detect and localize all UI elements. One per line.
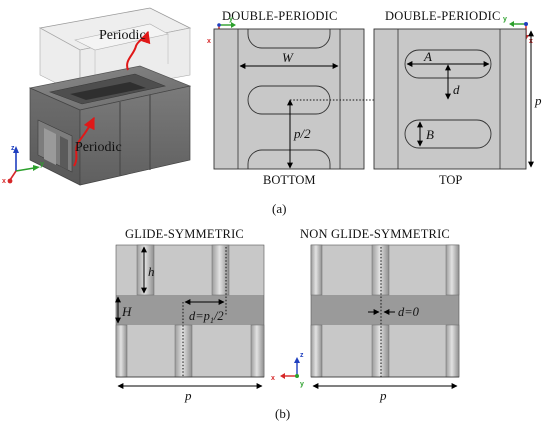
nonglide-gap: [311, 295, 459, 325]
panel-bottom: DOUBLE-PERIODIC y x W p/2 BOTTOM: [207, 9, 365, 187]
dim-label-p-nonglide: p: [379, 388, 387, 403]
axis-y-label-bottom: y: [229, 16, 233, 23]
figure-label-b: (b): [275, 406, 290, 421]
nonglide-pin-lower-3: [445, 324, 460, 378]
axis-z-label: z: [11, 145, 15, 152]
periodic-label-top: Periodic: [99, 28, 146, 43]
axis-y-label: y: [40, 161, 44, 168]
periodic-label-bottom: Periodic: [75, 140, 122, 155]
nonglide-pin-lower-1: [310, 324, 323, 378]
panel-non-glide-symmetric: NON GLIDE-SYMMETRIC d=0 p: [300, 227, 460, 403]
panel-glide-symmetric: GLIDE-SYMMETRIC h H d=p1/2 p: [115, 227, 265, 403]
dim-label-d-nonglide: d=0: [398, 305, 420, 319]
top-slot-lower: [404, 119, 492, 149]
dim-label-d-top: d: [453, 82, 460, 97]
axis-y-label-side: y: [300, 381, 304, 388]
figure-label-a: (a): [272, 201, 286, 216]
panel-glide-header: GLIDE-SYMMETRIC: [125, 227, 244, 241]
dim-label-p-glide: p: [184, 388, 192, 403]
panel-bottom-footer: BOTTOM: [263, 173, 316, 187]
dim-label-half-period: p/2: [293, 126, 311, 141]
bottom-slot-top: [247, 29, 331, 49]
nonglide-pin-upper-1: [310, 244, 323, 296]
dim-label-w: W: [282, 50, 294, 65]
glide-pin-lower-3: [250, 324, 265, 378]
axis-x-label-side: x: [271, 375, 275, 382]
axis-triad-side: z x y: [271, 352, 304, 388]
dim-label-a: A: [423, 49, 432, 64]
dim-label-p-top: p: [534, 93, 542, 108]
solid-block-side-face: [79, 85, 191, 186]
dim-label-b: B: [426, 127, 434, 142]
panel-top: DOUBLE-PERIODIC y x A d B p TOP: [373, 9, 542, 187]
panel-bottom-header: DOUBLE-PERIODIC: [222, 9, 338, 23]
axis-triad-3d: z y x: [2, 145, 44, 185]
glide-pin-lower-1: [115, 324, 128, 378]
red-arrow-bottom: [73, 116, 95, 167]
axis-y-label-top: y: [503, 16, 507, 23]
dim-label-gap: H: [121, 304, 132, 319]
axis-x-label-bottom: x: [207, 38, 211, 45]
dim-label-d-glide: d=p1/2: [189, 309, 224, 325]
axis-z-label-side: z: [300, 352, 304, 359]
red-arrow-top: [126, 30, 151, 71]
unit-cell-3d-model: Periodic Periodic z y x: [2, 7, 192, 186]
nonglide-pin-upper-2: [371, 244, 390, 296]
axis-x-label: x: [2, 178, 6, 185]
glide-pin-upper-2: [211, 244, 230, 296]
panel-top-header: DOUBLE-PERIODIC: [385, 9, 501, 23]
panel-top-footer: TOP: [439, 173, 462, 187]
panel-nonglide-header: NON GLIDE-SYMMETRIC: [300, 227, 450, 241]
dim-label-h: h: [148, 264, 155, 279]
nonglide-pin-upper-3: [445, 244, 460, 296]
